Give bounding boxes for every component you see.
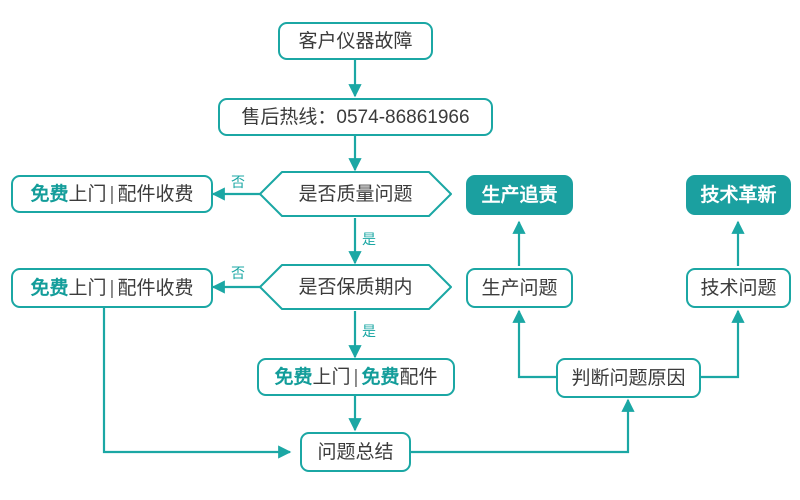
node-customer-fault-label: 客户仪器故障 (298, 30, 413, 52)
node-quality-question-label: 是否质量问题 (298, 183, 413, 205)
node-determine-cause[interactable]: 判断问题原因 (556, 358, 701, 398)
edge-summary-to-cause (411, 398, 635, 454)
node-production-accountability[interactable]: 生产追责 (466, 175, 573, 215)
node-production-problem-label: 生产问题 (481, 277, 558, 299)
node-free-visit-free-parts-label: 免费上门|免费配件 (275, 368, 438, 387)
node-problem-summary[interactable]: 问题总结 (300, 432, 411, 472)
text-free-3b: 免费 (361, 366, 400, 388)
node-free-visit-paid-parts-2[interactable]: 免费上门|配件收费 (11, 268, 213, 308)
text-parts-3: 配件 (399, 366, 438, 388)
node-customer-fault[interactable]: 客户仪器故障 (278, 22, 433, 60)
node-hotline[interactable]: 售后热线：0574-86861966 (218, 98, 493, 136)
edge-cause-to-technical (700, 309, 745, 379)
text-visit-1: 上门 (68, 183, 107, 205)
text-free-1a: 免费 (30, 183, 69, 205)
node-free-visit-paid-parts-1[interactable]: 免费上门|配件收费 (11, 175, 213, 213)
text-visit-3: 上门 (312, 366, 351, 388)
hexagon-shape-quality (259, 171, 452, 217)
node-problem-summary-label: 问题总结 (317, 441, 394, 463)
edge-label-warranty-no: 否 (231, 265, 245, 281)
text-free-2a: 免费 (30, 277, 69, 299)
node-warranty-question-label: 是否保质期内 (298, 276, 413, 298)
edge-label-warranty-yes: 是 (362, 323, 376, 339)
text-paidparts-2: 配件收费 (117, 277, 194, 299)
text-free-3a: 免费 (274, 366, 313, 388)
node-free-visit-paid-parts-2-label: 免费上门|配件收费 (31, 279, 194, 298)
text-sep-1: | (109, 183, 115, 205)
node-technical-innovation[interactable]: 技术革新 (686, 175, 791, 215)
node-quality-question[interactable]: 是否质量问题 (258, 170, 453, 218)
node-determine-cause-label: 判断问题原因 (571, 367, 686, 389)
node-technical-innovation-label: 技术革新 (700, 184, 777, 206)
text-sep-3: | (353, 366, 359, 388)
text-sep-2: | (109, 277, 115, 299)
node-free-visit-free-parts[interactable]: 免费上门|免费配件 (257, 358, 455, 396)
edge-label-quality-yes: 是 (362, 231, 376, 247)
edge-cause-to-production (512, 309, 556, 379)
text-paidparts-1: 配件收费 (117, 183, 194, 205)
node-free-visit-paid-parts-1-label: 免费上门|配件收费 (31, 185, 194, 204)
node-production-problem[interactable]: 生产问题 (466, 268, 573, 308)
node-production-accountability-label: 生产追责 (481, 184, 558, 206)
text-visit-2: 上门 (68, 277, 107, 299)
node-hotline-label: 售后热线：0574-86861966 (241, 106, 470, 128)
node-warranty-question[interactable]: 是否保质期内 (258, 263, 453, 311)
node-technical-problem-label: 技术问题 (700, 277, 777, 299)
hexagon-shape-warranty (259, 264, 452, 310)
edge-label-quality-no: 否 (231, 174, 245, 190)
node-technical-problem[interactable]: 技术问题 (686, 268, 791, 308)
